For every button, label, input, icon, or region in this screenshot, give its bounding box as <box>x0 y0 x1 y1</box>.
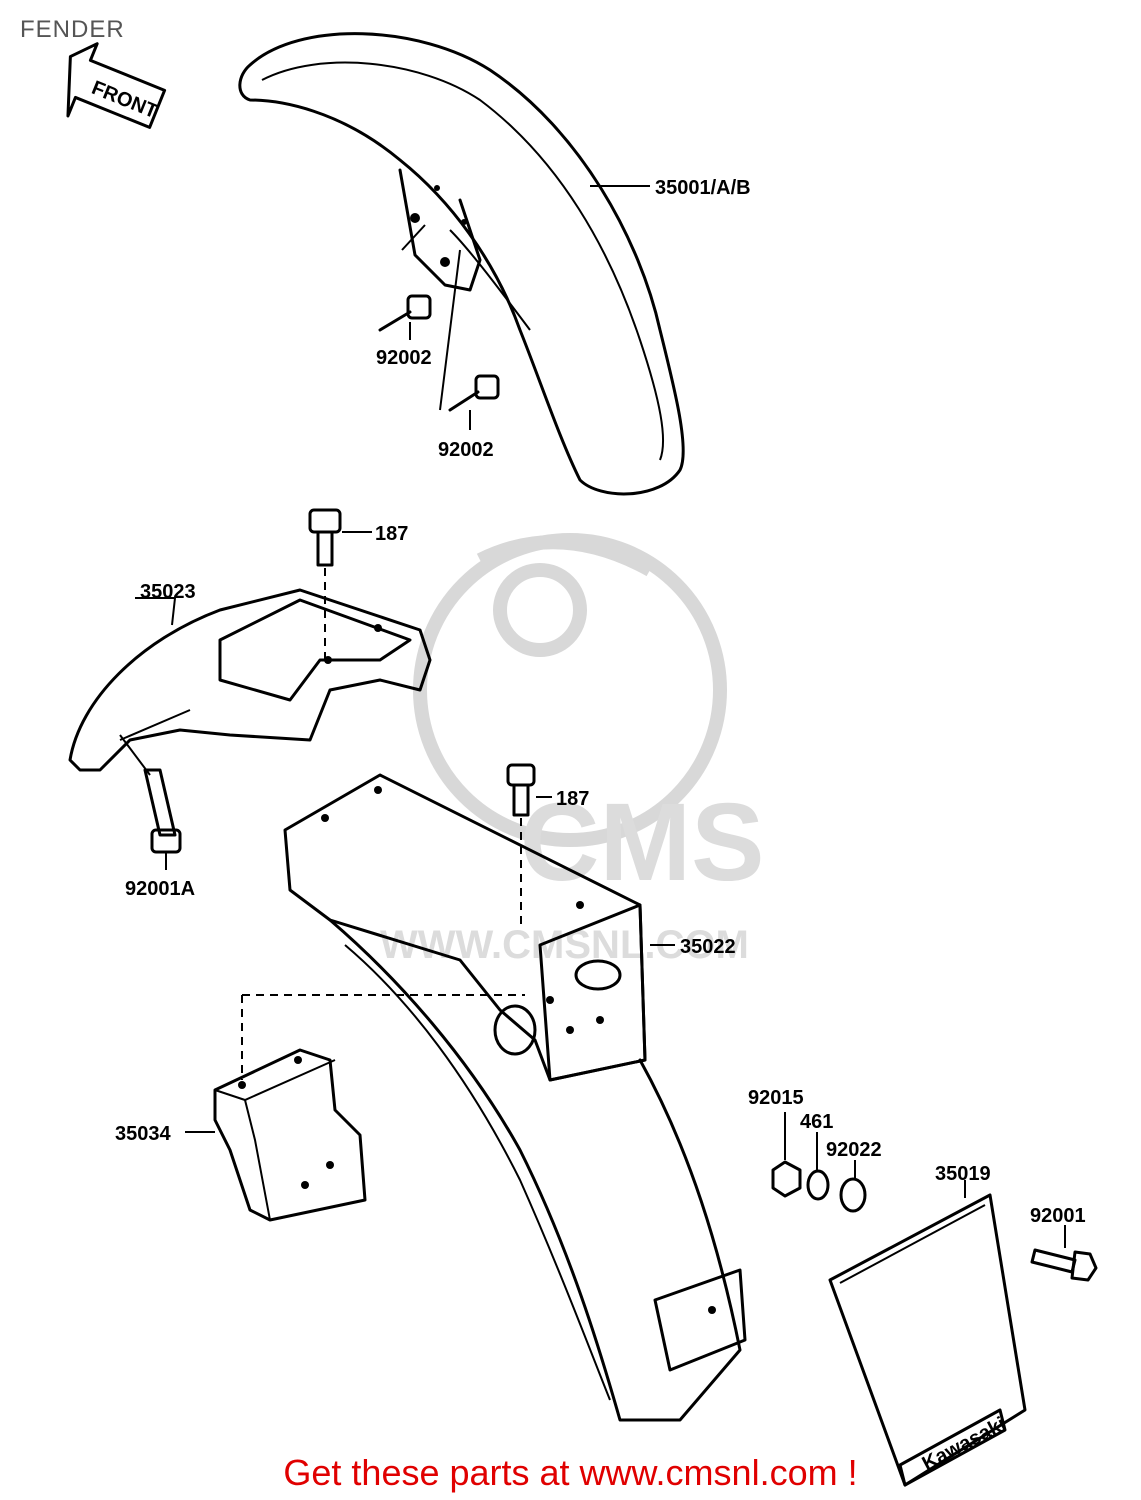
bolt-187-upper[interactable]: 187 <box>308 508 408 660</box>
part-label-92002-upper: 92002 <box>376 347 432 369</box>
bolt-92001[interactable]: 92001 <box>1030 1205 1098 1282</box>
screw-92002-lower[interactable]: 92002 <box>438 249 500 461</box>
page-title: FENDER <box>20 16 125 43</box>
front-fender[interactable] <box>238 32 685 496</box>
part-label-461: 461 <box>800 1111 833 1133</box>
watermark-brand: CMS <box>520 781 764 904</box>
label-35001ab: 35001/A/B <box>590 177 751 199</box>
part-label-35001ab: 35001/A/B <box>655 177 751 199</box>
part-label-92015: 92015 <box>748 1087 804 1109</box>
watermark-url: WWW.CMSNL.COM <box>380 923 749 967</box>
part-label-35022: 35022 <box>680 936 736 958</box>
plate-35019[interactable]: 35019 Kawasaki <box>828 1163 1027 1487</box>
rear-fender[interactable]: 35022 <box>283 773 747 1422</box>
front-arrow-icon: FRONT <box>66 42 167 129</box>
footer-link[interactable]: Get these parts at www.cmsnl.com ! <box>283 1452 858 1493</box>
bolt-187-lower[interactable]: 187 <box>506 763 589 930</box>
part-label-35034: 35034 <box>115 1123 171 1145</box>
part-label-187-lower: 187 <box>556 788 589 810</box>
washer-461[interactable]: 461 <box>800 1111 833 1201</box>
bracket-35034[interactable]: 35034 <box>115 994 525 1222</box>
part-label-92022: 92022 <box>826 1139 882 1161</box>
part-label-92001a: 92001A <box>125 878 195 900</box>
screw-92002-upper[interactable]: 92002 <box>376 224 432 369</box>
part-label-92002-lower: 92002 <box>438 439 494 461</box>
part-label-92001: 92001 <box>1030 1205 1086 1227</box>
rear-inner-fender[interactable]: 35023 <box>68 581 432 772</box>
nut-92015[interactable]: 92015 <box>748 1087 804 1198</box>
bolt-92001a[interactable]: 92001A <box>119 734 195 900</box>
cms-watermark: CMS WWW.CMSNL.COM <box>380 533 764 967</box>
part-label-35019: 35019 <box>935 1163 991 1185</box>
part-label-187-upper: 187 <box>375 523 408 545</box>
washer-92022[interactable]: 92022 <box>826 1139 882 1213</box>
part-label-35023: 35023 <box>140 581 196 603</box>
